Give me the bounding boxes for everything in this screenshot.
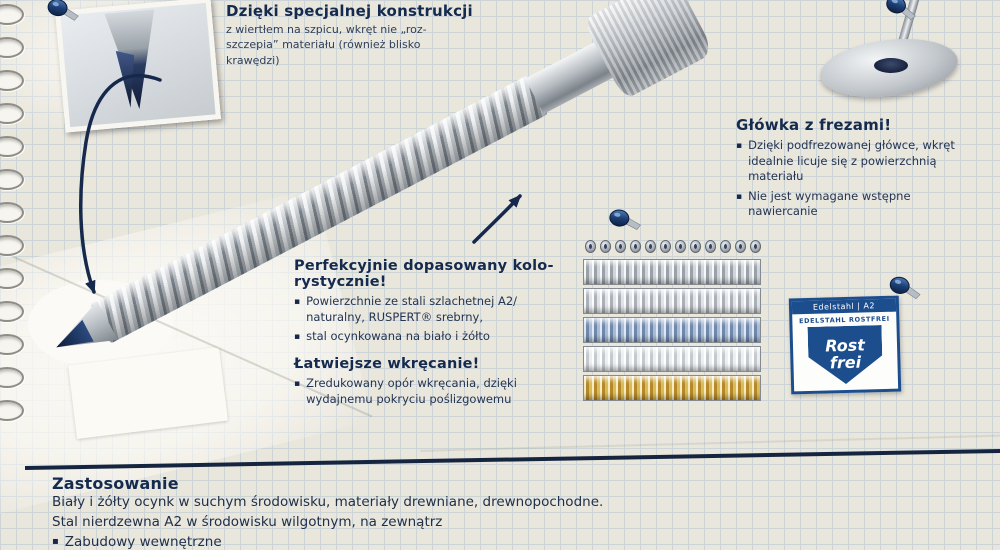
section-application: Zastosowanie Biały i żółty ocynk w suchy… [52, 474, 982, 550]
binder-hole [0, 334, 24, 355]
binder-hole [0, 235, 24, 256]
binder-hole [0, 301, 24, 322]
screw-icon [47, 0, 79, 21]
head-heading: Główka z frezami! [736, 116, 892, 134]
screw-head-top [600, 239, 611, 253]
bullet-text: Powierzchnie ze stali szlachetnej A2/ na… [306, 294, 518, 324]
section-head-milling: Główka z frezami! Dzięki podfrezowanej g… [736, 116, 974, 220]
bullet-text: Zabudowy wewnętrzne [64, 534, 222, 550]
section-color-match: Perfekcyjnie dopasowany kolo- rystycznie… [294, 258, 568, 345]
binder-hole [0, 37, 24, 58]
thread-row-silver [583, 259, 761, 285]
color-heading: Perfekcyjnie dopasowany kolo- rystycznie… [294, 258, 554, 290]
screw-head-top [645, 239, 656, 253]
bullet-item: stal ocynkowana na biało i żółto [294, 329, 568, 345]
arrow-to-tip [79, 73, 162, 294]
screw-head-top [735, 239, 746, 253]
arrow-to-thread [472, 194, 522, 244]
construction-body: z wiertłem na szpicu, wkręt nie „roz-szc… [226, 23, 427, 67]
screw-head-top [750, 239, 761, 253]
screw-head-top [705, 239, 716, 253]
bullet-item: Zredukowany opór wkręcania, dzięki wydaj… [294, 376, 576, 407]
bullet-item: Zabudowy wewnętrzne [52, 534, 982, 550]
screw-head-top [660, 239, 671, 253]
binder-hole [0, 400, 24, 421]
bullet-text: stal ocynkowana na biało i żółto [306, 329, 490, 344]
binder-hole [0, 367, 24, 388]
thread-row-blue [583, 317, 761, 343]
binder-hole [0, 268, 24, 289]
screw-head-top [615, 239, 626, 253]
section-construction: Dzięki specjalnej konstrukcji z wiertłem… [226, 2, 474, 68]
screw-head-photo [812, 0, 984, 120]
construction-heading: Dzięki specjalnej konstrukcji [226, 2, 473, 20]
thread-colors-photo [583, 236, 761, 401]
bullet-item: Dzięki podfrezowanej główce, wkręt ideal… [736, 138, 974, 185]
bullet-item: Nie jest wymagane wstępne nawiercanie [736, 189, 974, 220]
application-line: Stal nierdzewna A2 w środowisku wilgotny… [52, 513, 443, 530]
bullet-text: Zredukowany opór wkręcania, dzięki wydaj… [306, 376, 517, 406]
bullet-text: Nie jest wymagane wstępne nawiercanie [748, 188, 911, 219]
screw-heads-row [583, 236, 761, 256]
screw-head-top [630, 239, 641, 253]
bullet-text: Dzięki podfrezowanej główce, wkręt ideal… [748, 138, 955, 184]
application-line: Biały i żółty ocynk w suchym środowisku,… [52, 494, 604, 510]
thread-row-gold [583, 375, 761, 401]
thread-row-white [583, 346, 761, 372]
screw-icon [889, 276, 921, 300]
screw-icon [886, 0, 916, 21]
thread-row-silver [583, 288, 761, 314]
screw-icon [609, 209, 642, 230]
screw-head-top [675, 239, 686, 253]
bullet-item: Powierzchnie ze stali szlachetnej A2/ na… [294, 294, 568, 325]
screw-head-top [690, 239, 701, 253]
binder-hole [0, 169, 24, 190]
binder-hole [0, 70, 24, 91]
screw-head-top [720, 239, 731, 253]
screw-head-top [585, 239, 596, 253]
section-easy-driving: Łatwiejsze wkręcanie! Zredukowany opór w… [294, 356, 576, 407]
application-heading: Zastosowanie [52, 474, 179, 493]
binder-hole [0, 103, 24, 124]
driving-heading: Łatwiejsze wkręcanie! [294, 356, 480, 372]
torx-socket-image [874, 58, 908, 73]
binder-hole [0, 4, 24, 25]
binder-hole [0, 136, 24, 157]
binder-hole [0, 202, 24, 223]
